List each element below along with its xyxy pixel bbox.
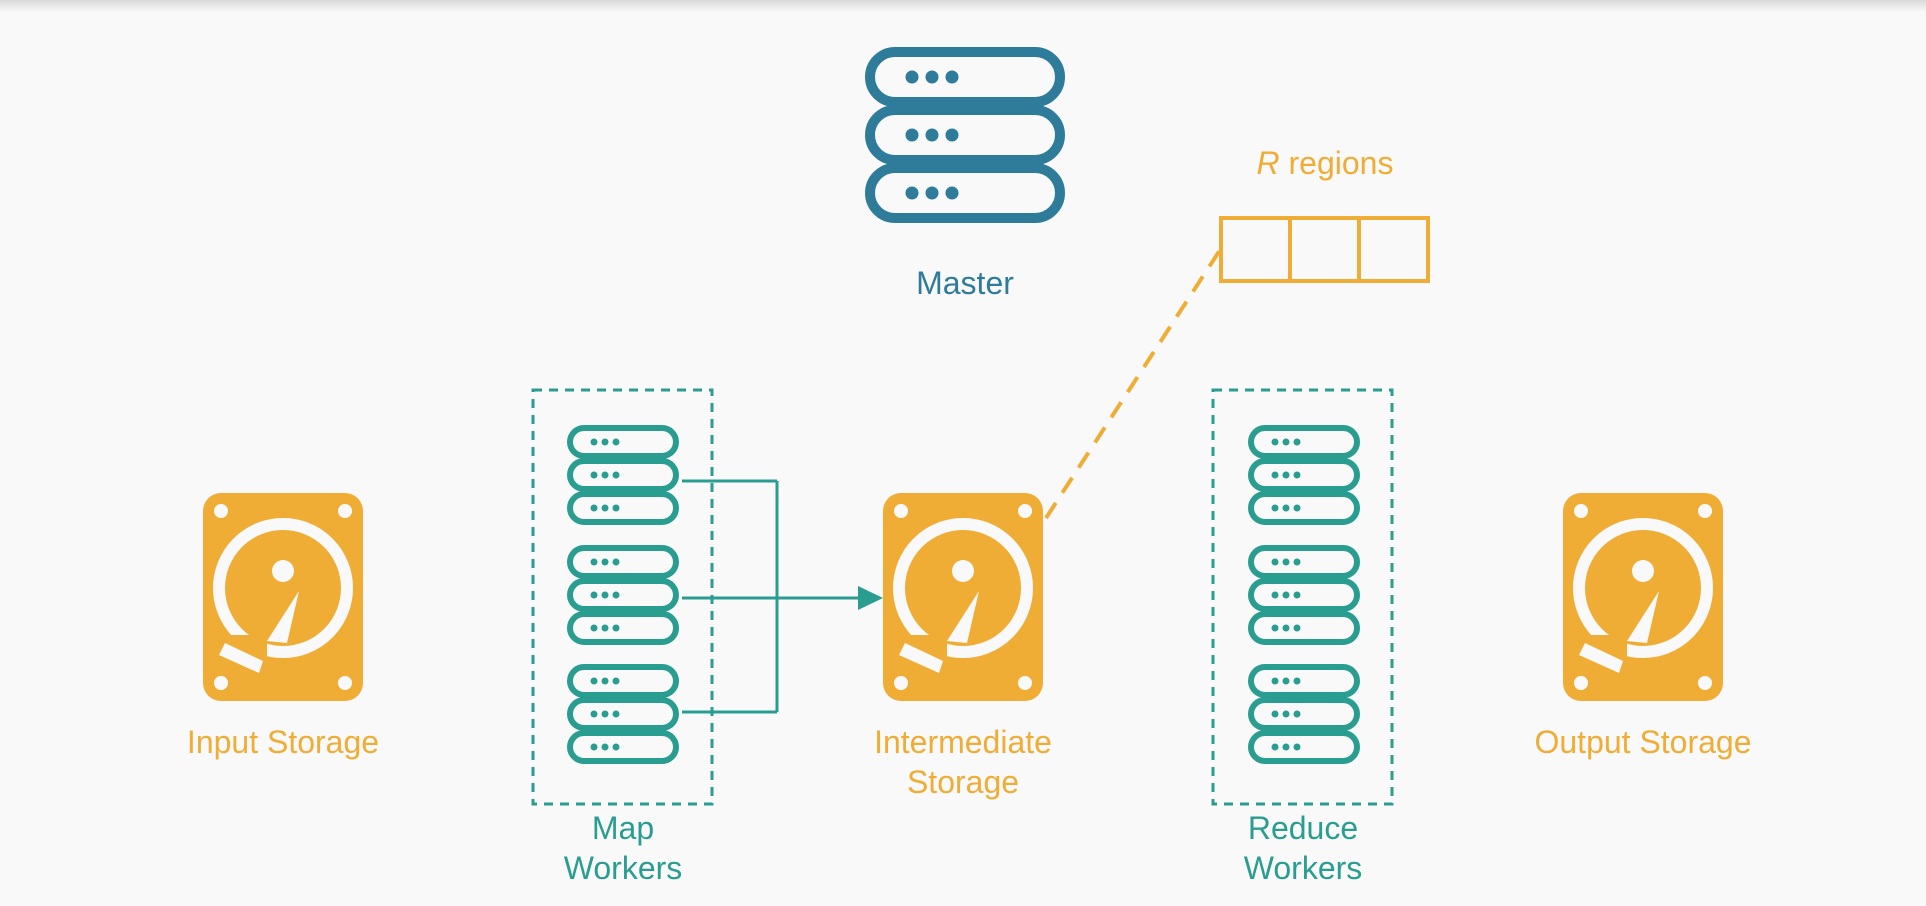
map-worker-1-icon [570, 428, 676, 522]
intermediate-storage-label: Intermediate Storage [874, 724, 1052, 800]
map-worker-2-icon [570, 548, 676, 642]
map-worker-3-icon [570, 667, 676, 761]
intermediate-storage-hard-drive-icon [883, 493, 1043, 701]
output-storage-hard-drive-icon [1563, 493, 1723, 701]
input-storage-hard-drive-icon [203, 493, 363, 701]
intermediate-to-regions-dashed-line [1044, 248, 1222, 520]
map-workers-label: Map Workers [563, 810, 683, 886]
reduce-workers-group-border [1211, 388, 1394, 806]
r-regions-label: R regions [1180, 143, 1470, 183]
master-label: Master [916, 265, 1014, 301]
master-server-icon [870, 52, 1060, 218]
top-edge-shadow [0, 0, 1926, 12]
reduce-worker-1-icon [1251, 428, 1357, 522]
arrow-head-icon [858, 586, 883, 610]
input-storage-label: Input Storage [186, 724, 380, 760]
regions-word: regions [1288, 145, 1394, 181]
reduce-worker-3-icon [1251, 667, 1357, 761]
r-regions-boxes [1219, 216, 1430, 283]
output-storage-label: Output Storage [1534, 724, 1752, 760]
reduce-workers-label: Reduce Workers [1243, 810, 1363, 886]
regions-variable: R [1256, 145, 1280, 181]
reduce-worker-2-icon [1251, 548, 1357, 642]
map-to-intermediate-connector [682, 479, 860, 714]
